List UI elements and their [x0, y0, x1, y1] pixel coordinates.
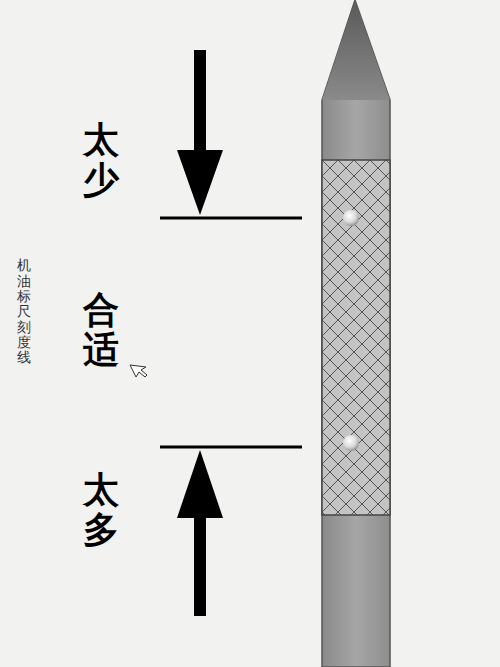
max-dot: [343, 435, 359, 451]
max-line: [160, 446, 302, 449]
min-dot: [343, 210, 359, 226]
down-arrow-head: [177, 150, 223, 215]
dipstick-body: [322, 0, 390, 667]
cursor-icon: [130, 365, 147, 377]
appropriate-label: 合适: [83, 290, 119, 369]
min-line: [160, 217, 302, 220]
hatched-zone: [322, 160, 390, 515]
up-arrow-shaft: [194, 516, 206, 616]
dipstick-tip: [322, 0, 390, 100]
up-arrow-head: [177, 450, 223, 518]
too-much-label: 太多: [83, 470, 119, 549]
scale-line-note: 机油标尺刻度线: [17, 258, 31, 366]
down-arrow-shaft: [194, 50, 206, 152]
too-little-label: 太少: [83, 120, 119, 199]
